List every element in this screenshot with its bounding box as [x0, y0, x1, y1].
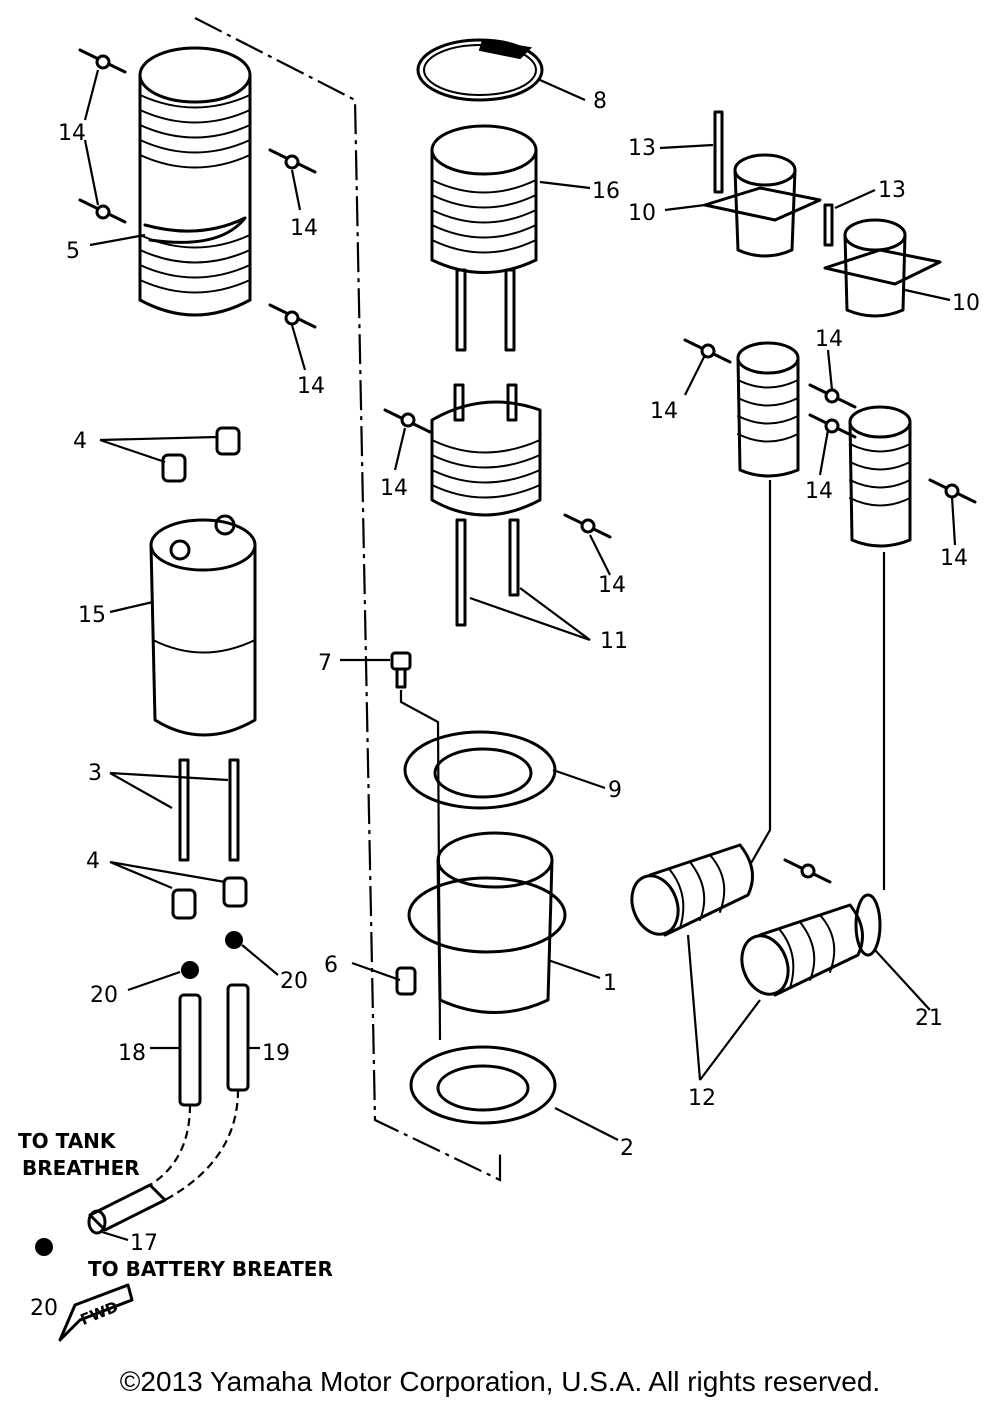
part-16-bellows [430, 124, 538, 352]
part-15-housing [149, 514, 257, 737]
callout-14: 14 [297, 374, 325, 399]
part-18-19-hoses [149, 983, 250, 1201]
part-11-rods-bellows [430, 383, 542, 627]
fwd-arrow [58, 1283, 134, 1342]
callout-2: 2 [620, 1136, 634, 1161]
part-20-clamps [35, 931, 243, 1256]
notes: TO TANK BREATHER TO BATTERY BREATER FWD [18, 1129, 333, 1329]
callout-4: 4 [86, 849, 100, 874]
part-2-gasket [409, 1045, 557, 1125]
callout-7: 7 [318, 651, 332, 676]
part-14-screws [78, 48, 977, 884]
callout-10: 10 [952, 291, 980, 316]
callout-11: 11 [600, 629, 628, 654]
part-3-rods [178, 758, 240, 862]
part-4-bushings-upper [161, 426, 241, 483]
callout-14: 14 [290, 216, 318, 241]
callout-4: 4 [73, 429, 87, 454]
callout-14: 14 [805, 479, 833, 504]
callout-20: 20 [30, 1296, 58, 1321]
callout-18: 18 [118, 1041, 146, 1066]
part-1-body [407, 831, 567, 1014]
callout-14: 14 [940, 546, 968, 571]
callout-6: 6 [324, 953, 338, 978]
callout-10: 10 [628, 201, 656, 226]
callout-13: 13 [628, 136, 656, 161]
part-4-bushings-lower [171, 876, 248, 920]
part-5-bellows [138, 46, 252, 317]
part-right-bellows [736, 341, 912, 890]
callout-21: 21 [915, 1006, 943, 1031]
callout-20: 20 [90, 983, 118, 1008]
leader-lines [83, 69, 957, 1242]
callout-numbers: 14 14 5 14 4 15 3 4 20 20 18 19 17 20 8 … [30, 89, 980, 1321]
part-12-21-bellows [630, 843, 882, 997]
callout-1: 1 [603, 971, 617, 996]
callout-14: 14 [380, 476, 408, 501]
callout-17: 17 [130, 1231, 158, 1256]
part-6-fitting [395, 966, 417, 996]
note-to-tank: TO TANK [18, 1129, 117, 1153]
part-10-flanges [703, 153, 942, 318]
callout-19: 19 [262, 1041, 290, 1066]
callout-13: 13 [878, 178, 906, 203]
callout-14: 14 [815, 327, 843, 352]
callout-15: 15 [78, 603, 106, 628]
note-battery: TO BATTERY BREATER [88, 1257, 333, 1281]
part-8-band-clamp [416, 38, 544, 102]
assembly-centerline [194, 17, 502, 1182]
callout-5: 5 [66, 239, 80, 264]
callout-16: 16 [592, 179, 620, 204]
part-13-pins [713, 110, 834, 247]
callout-8: 8 [593, 89, 607, 114]
note-breather: BREATHER [22, 1156, 140, 1180]
callout-14: 14 [650, 399, 678, 424]
callout-14: 14 [598, 573, 626, 598]
callout-3: 3 [88, 761, 102, 786]
callout-20: 20 [280, 969, 308, 994]
part-9-gasket [403, 730, 557, 810]
callout-14: 14 [58, 121, 86, 146]
callout-9: 9 [608, 778, 622, 803]
copyright-text: ©2013 Yamaha Motor Corporation, U.S.A. A… [119, 1366, 881, 1397]
part-17-joint [87, 1183, 167, 1235]
callout-12: 12 [688, 1086, 716, 1111]
